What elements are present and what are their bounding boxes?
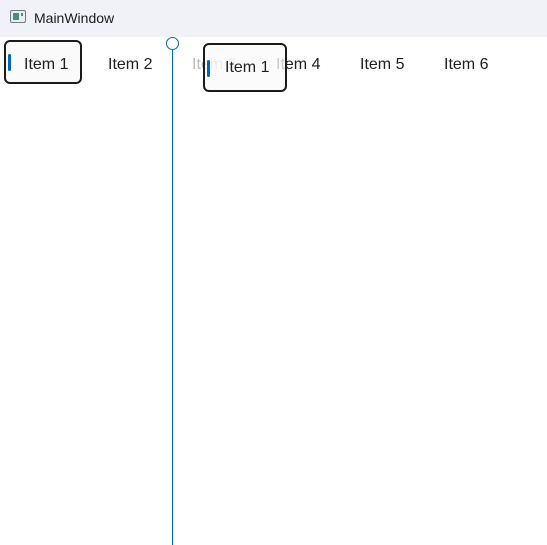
app-icon-dot — [21, 13, 23, 16]
nav-item-6[interactable]: Item 6 — [444, 56, 489, 73]
drop-insertion-handle — [166, 37, 179, 50]
drag-preview-item[interactable]: Item 1 — [203, 43, 287, 92]
selection-indicator — [8, 54, 11, 71]
nav-item-5[interactable]: Item 5 — [360, 56, 405, 73]
drop-insertion-line — [172, 43, 173, 545]
window-app-icon — [10, 10, 26, 23]
nav-item-2[interactable]: Item 2 — [108, 56, 153, 73]
drag-selection-indicator — [207, 60, 210, 77]
window-title: MainWindow — [34, 10, 115, 26]
nav-item-1-selected[interactable]: Item 1 — [4, 40, 82, 84]
app-icon-pane — [13, 13, 19, 20]
title-bar[interactable]: MainWindow — [0, 0, 547, 37]
nav-item-4[interactable]: Item 4 — [276, 56, 321, 73]
main-content: Item 1 Item 2 Item 3 Item 4 Item 5 Item … — [0, 37, 547, 545]
nav-item-label: Item 1 — [24, 56, 69, 73]
drag-preview-label: Item 1 — [225, 59, 270, 76]
